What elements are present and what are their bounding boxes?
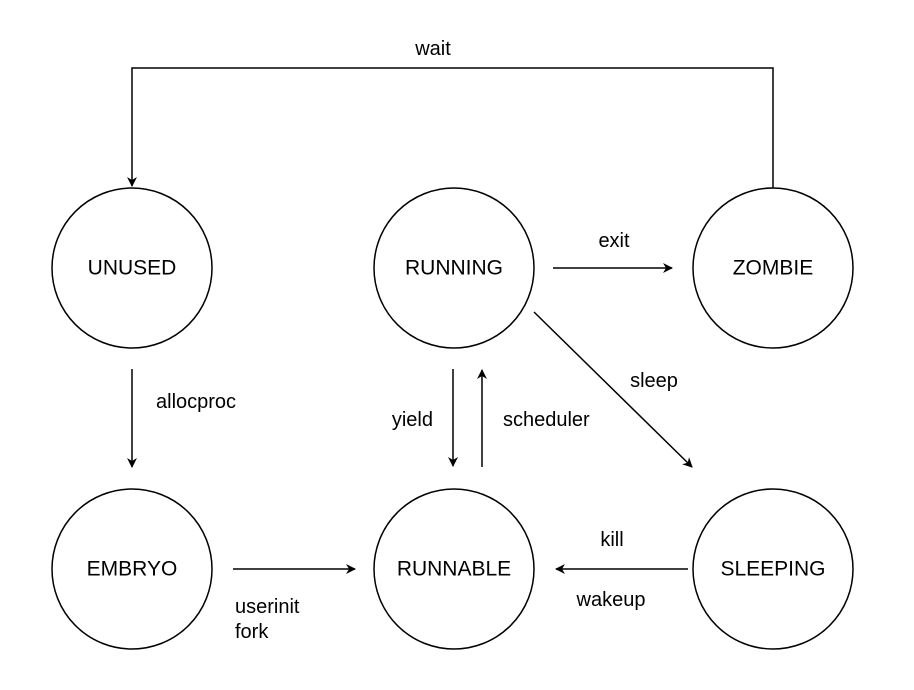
state-unused-label: UNUSED <box>88 257 177 280</box>
exit-label: exit <box>598 230 630 252</box>
state-running: RUNNING <box>373 187 535 349</box>
state-runnable-circle <box>373 488 535 650</box>
state-sleeping-circle <box>692 488 854 650</box>
state-zombie: ZOMBIE <box>692 187 854 349</box>
state-runnable-label: RUNNABLE <box>397 558 511 581</box>
state-unused-circle <box>51 187 213 349</box>
yield-label: yield <box>392 409 433 431</box>
state-sleeping-label: SLEEPING <box>720 558 825 581</box>
kill-label: kill <box>600 529 623 551</box>
state-embryo-label: EMBRYO <box>87 558 178 581</box>
state-running-circle <box>373 187 535 349</box>
userinit-label: userinit <box>235 596 300 618</box>
state-unused: UNUSED <box>51 187 213 349</box>
state-running-label: RUNNING <box>405 257 503 280</box>
state-zombie-label: ZOMBIE <box>733 257 814 280</box>
wait-arrow <box>127 67 774 188</box>
state-runnable: RUNNABLE <box>373 488 535 650</box>
state-sleeping: SLEEPING <box>692 488 854 650</box>
fork-label: fork <box>235 621 269 643</box>
allocproc-label: allocproc <box>156 391 236 413</box>
state-embryo-circle <box>51 488 213 650</box>
wait-label: wait <box>414 38 451 60</box>
scheduler-label: scheduler <box>503 409 590 431</box>
sleep-label: sleep <box>630 370 678 392</box>
wakeup-label: wakeup <box>576 589 646 611</box>
state-embryo: EMBRYO <box>51 488 213 650</box>
sleep-arrow <box>533 311 693 468</box>
